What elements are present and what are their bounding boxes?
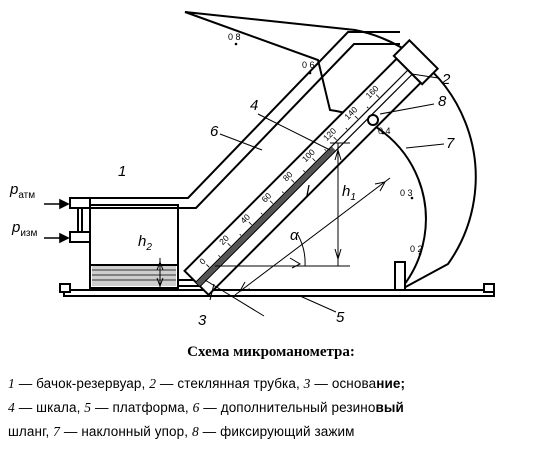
label-6: 6 (210, 123, 219, 140)
glass-tube: 0 20 40 60 80 100 120 140 160 (183, 38, 440, 297)
part-labels: pатм pизм 1 2 3 4 5 6 7 8 h1 h2 l α (9, 71, 455, 329)
fixing-clamp (367, 114, 379, 126)
caption-part-number: 5 (84, 400, 92, 415)
caption-part-number: 4 (8, 400, 15, 415)
arc-label: 0 3 (400, 188, 413, 198)
caption-part-number: 6 (192, 400, 200, 415)
label-7: 7 (446, 135, 455, 152)
micromanometer-diagram: 0 8 0 6 0 4 0 3 0 2 (9, 11, 495, 329)
arc-scale-dots (234, 42, 422, 256)
scale-ticks (206, 94, 380, 268)
arc-label: 0 2 (410, 244, 423, 254)
label-3: 3 (198, 312, 207, 329)
caption-text: — бачок-резервуар, (14, 376, 150, 391)
caption-text: — стеклянная трубка, (156, 376, 304, 391)
label-2: 2 (441, 71, 451, 88)
label-1: 1 (118, 163, 126, 180)
caption-text: — наклонный упор, (60, 424, 192, 439)
label-p-izm: pизм (11, 219, 38, 239)
arc-scale-labels: 0 8 0 6 0 4 0 3 0 2 (228, 32, 423, 254)
caption-line-3: шланг, 7 — наклонный упор, 8 — фиксирующ… (8, 424, 355, 440)
arc-label: 0 8 (228, 32, 241, 42)
label-alpha: α (290, 227, 299, 244)
label-p-atm: pатм (9, 181, 35, 201)
label-4: 4 (250, 97, 258, 114)
caption-text: — шкала, (14, 400, 85, 415)
caption-text-bold: вый (375, 400, 404, 415)
inlet-pipes (69, 197, 91, 243)
caption-part-number: 8 (191, 424, 199, 439)
dimension-lines (150, 142, 391, 317)
caption-part-number: 2 (149, 376, 157, 391)
label-h2: h2 (138, 233, 152, 253)
arc-label: 0 4 (378, 126, 391, 136)
caption-text: шланг, (8, 424, 54, 439)
label-l: l (306, 183, 310, 200)
label-5: 5 (336, 309, 345, 326)
caption-part-number: 1 (8, 376, 15, 391)
caption-text: — фиксирующий зажим (198, 424, 355, 439)
rubber-hose (90, 31, 400, 209)
caption-part-number: 3 (303, 376, 311, 391)
caption-line-2: 4 — шкала, 5 — платформа, 6 — дополнител… (8, 400, 404, 416)
platform (59, 261, 495, 297)
arc-label: 0 6 (302, 60, 315, 70)
label-8: 8 (438, 93, 447, 110)
label-h1: h1 (342, 183, 356, 203)
caption-text: — основа (310, 376, 377, 391)
caption-title: Схема микроманометра: (187, 344, 355, 360)
leader-lines (209, 73, 445, 313)
pressure-arrows (44, 198, 70, 244)
caption-line-1: 1 — бачок-резервуар, 2 — стеклянная труб… (8, 376, 405, 392)
caption-text: — дополнительный резино (199, 400, 376, 415)
caption-text: — платформа, (91, 400, 193, 415)
caption-part-number: 7 (53, 424, 61, 439)
reservoir (89, 204, 179, 289)
caption-text-bold: ние; (376, 376, 406, 391)
scale-label: 0 (197, 256, 208, 267)
